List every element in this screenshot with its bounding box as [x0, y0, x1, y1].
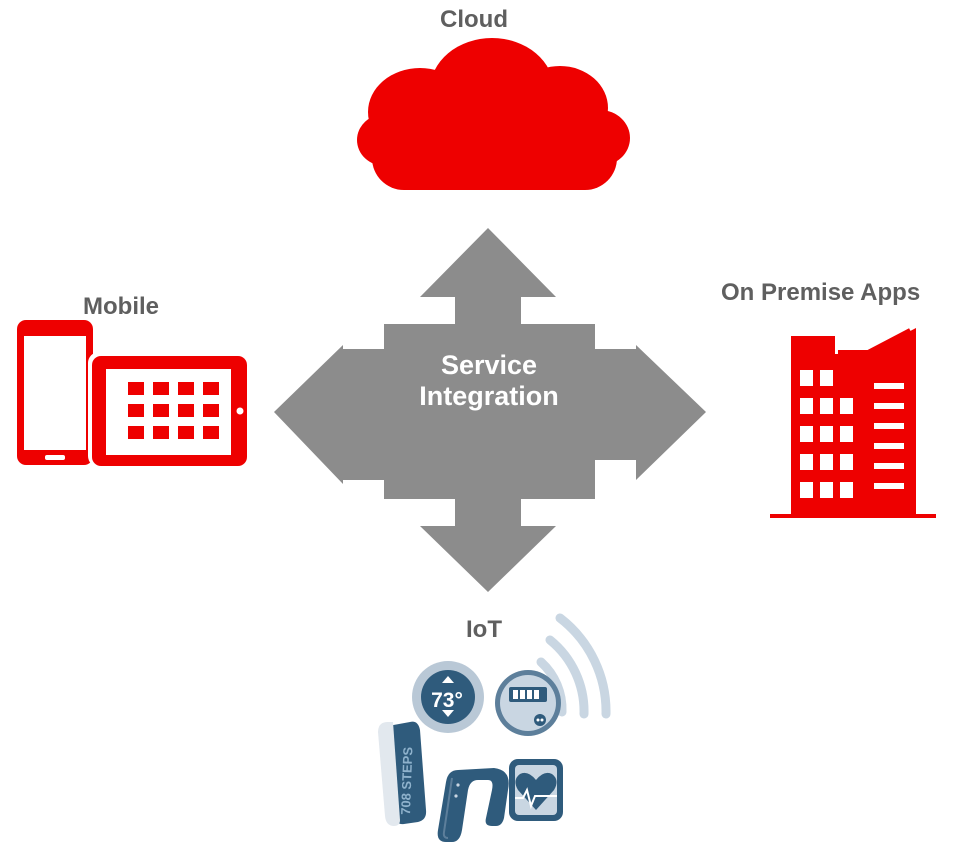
iot-label: IoT — [466, 616, 502, 643]
thermostat-icon: 73° — [412, 661, 484, 733]
smart-meter-icon — [495, 670, 561, 736]
step-counter-text: 708 STEPS — [398, 746, 415, 815]
center-label-line2: Integration — [419, 381, 559, 411]
mobile-label: Mobile — [83, 293, 159, 320]
center-label-line1: Service — [440, 350, 538, 380]
wireless-signal-icon — [536, 613, 611, 719]
tablet-icon — [88, 352, 248, 467]
office-building-icon — [770, 328, 936, 518]
cloud-label: Cloud — [440, 6, 508, 33]
mobile-devices-icon — [17, 320, 248, 467]
phone-icon — [17, 320, 93, 465]
heart-rate-monitor-icon — [509, 759, 563, 821]
cloud-icon — [357, 38, 630, 190]
on-premise-label: On Premise Apps — [721, 279, 921, 306]
step-counter-icon: 708 STEPS — [378, 721, 427, 826]
service-integration-label: Service Integration — [384, 350, 594, 412]
fitness-band-icon — [437, 768, 509, 842]
four-way-arrow-shape — [274, 228, 706, 592]
thermostat-reading: 73° — [431, 689, 463, 712]
